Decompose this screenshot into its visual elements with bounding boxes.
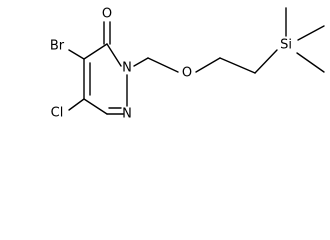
bond-si-me-down xyxy=(296,52,325,73)
atom-label-bromine: Br xyxy=(50,39,65,54)
atom-label-oxygen-ether: O xyxy=(182,66,192,81)
bond-c4-br xyxy=(68,49,85,60)
bond-c5-c6 xyxy=(83,98,108,115)
bond-n2-ch2 xyxy=(133,57,149,67)
bond-o-ch2 xyxy=(195,57,221,73)
bond-c5-cl xyxy=(68,98,85,111)
bond-si-me-right xyxy=(297,25,325,41)
bond-n2-c3 xyxy=(106,43,122,67)
chemical-structure: O Br Cl N N O Si xyxy=(50,7,325,122)
atom-label-silicon: Si xyxy=(280,38,292,53)
atom-label-oxygen-carbonyl: O xyxy=(102,7,112,22)
atom-label-chlorine: Cl xyxy=(51,106,64,121)
bond-ch2-o xyxy=(147,57,179,73)
bond-ch2-si xyxy=(254,49,278,74)
bond-c3-c4 xyxy=(83,43,108,60)
atom-label-nitrogen-1: N xyxy=(122,107,132,122)
bond-ch2-ch2 xyxy=(219,57,256,74)
atom-label-nitrogen-2: N xyxy=(122,61,132,76)
